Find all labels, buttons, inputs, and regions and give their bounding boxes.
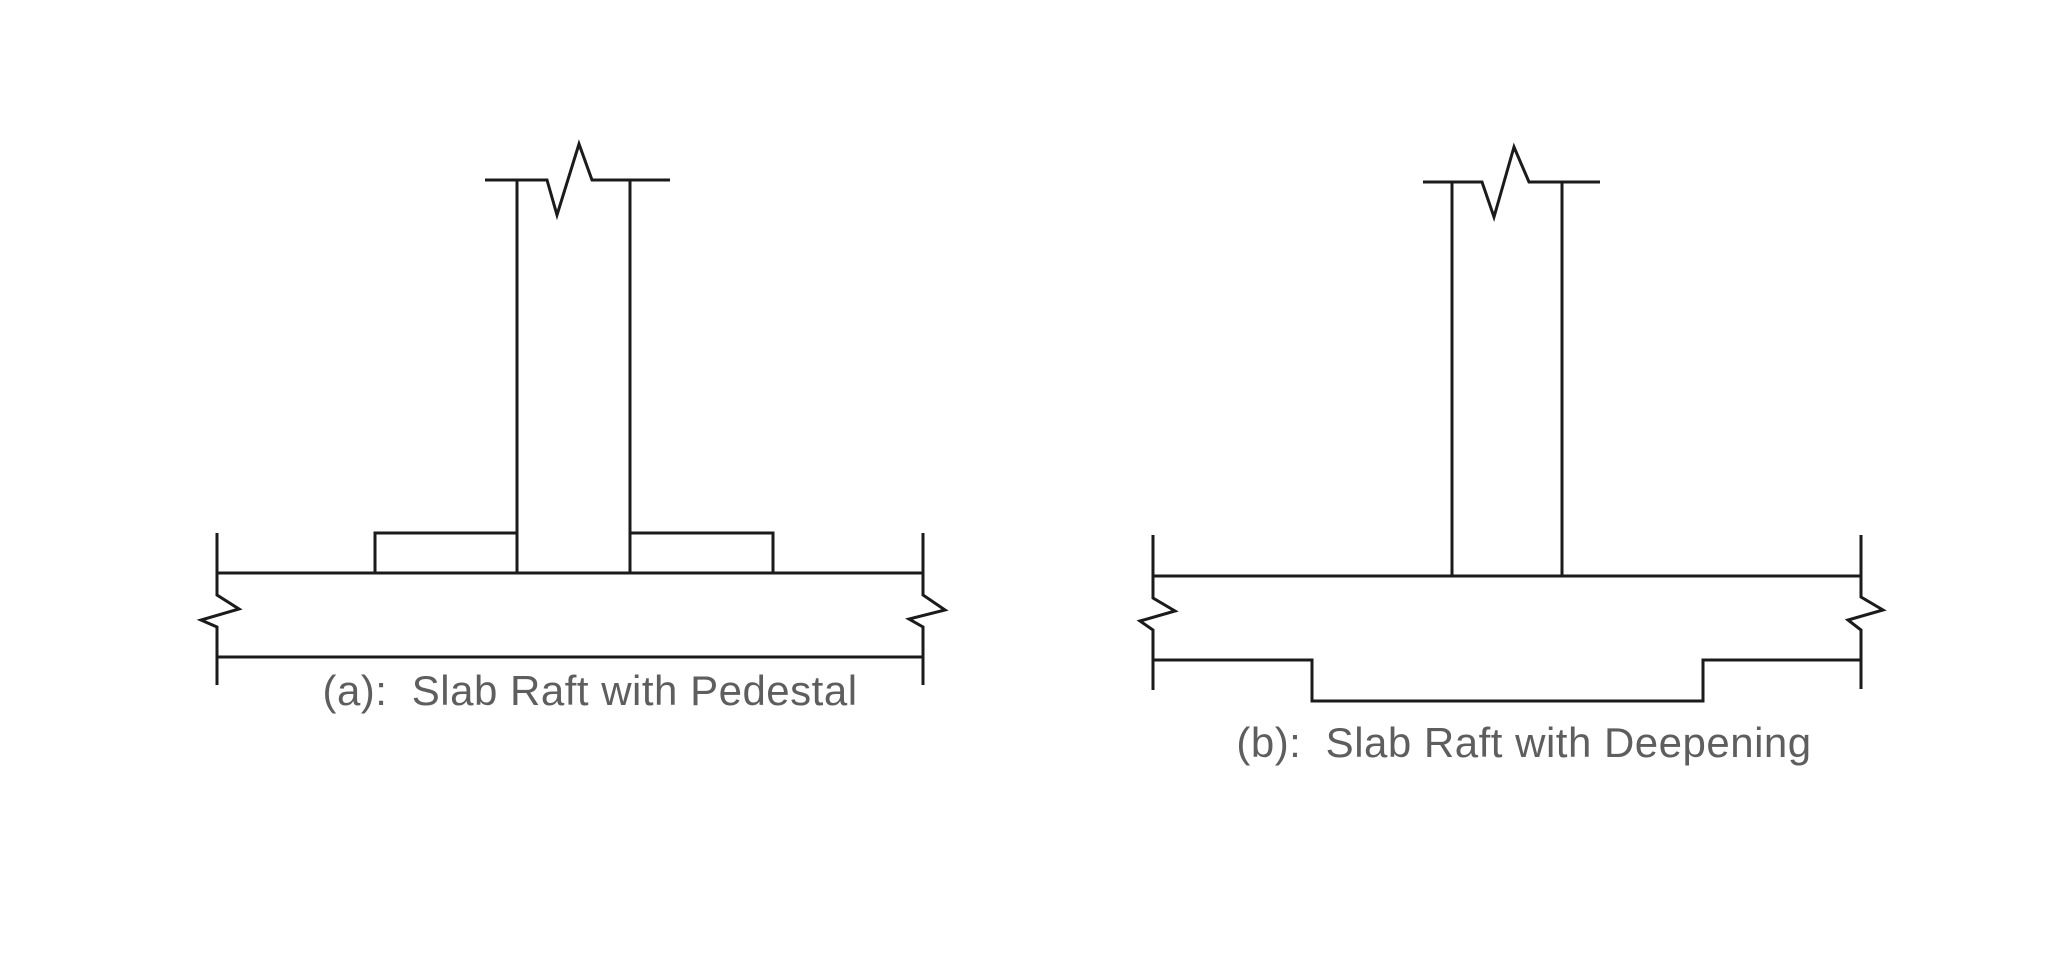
slab-left-end-break-icon	[1136, 535, 1179, 690]
pedestal-left-outline	[373, 531, 517, 573]
pedestal-right-outline	[630, 531, 775, 573]
caption-figure-a: (a): Slab Raft with Pedestal	[322, 667, 858, 714]
slab-raft-with-pedestal-diagram	[196, 139, 949, 685]
caption-figure-b: (b): Slab Raft with Deepening	[1236, 719, 1812, 766]
slab-left-end-break-icon	[196, 533, 243, 685]
slab-right-end-break-icon	[1844, 535, 1887, 689]
slab-raft-with-deepening-diagram	[1136, 142, 1887, 703]
slab-bottom-with-deepening-outline	[1153, 658, 1861, 703]
column-break-line-icon	[1423, 142, 1600, 223]
column-break-line-icon	[485, 139, 670, 221]
slab-right-end-break-icon	[905, 533, 949, 685]
